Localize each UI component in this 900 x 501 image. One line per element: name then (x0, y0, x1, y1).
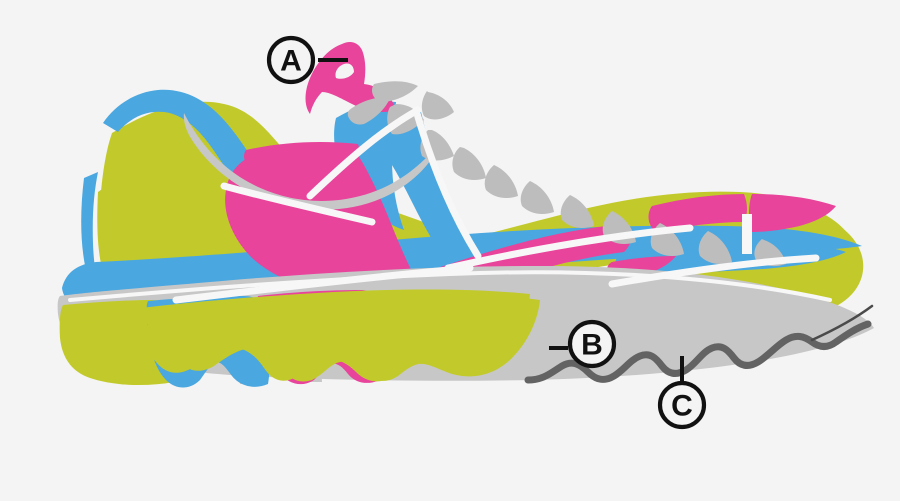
sep-line-1 (220, 182, 376, 226)
sep-line-3 (412, 106, 482, 260)
eyelet-heel-1 (372, 81, 418, 102)
callout-b-circle[interactable] (567, 319, 617, 369)
sep-line-4 (172, 264, 474, 304)
outsole-tread-group (524, 304, 874, 384)
eyelet-6 (520, 181, 554, 214)
callout-a-circle[interactable] (266, 35, 316, 85)
outsole-pod-center (124, 295, 540, 382)
sep-line-5 (444, 224, 694, 272)
eyelet-1 (347, 97, 390, 125)
callout-a[interactable]: A (266, 35, 348, 85)
heel-pink-strip (244, 142, 360, 168)
callout-b-label: B (581, 329, 603, 362)
toe-cap-stripe (648, 194, 747, 232)
eyelet-5 (484, 165, 518, 198)
quarter-panel (225, 150, 428, 301)
sep-line-2 (306, 106, 422, 200)
panel-separation-lines (172, 106, 820, 304)
callout-b[interactable]: B (549, 319, 617, 369)
eyelet-heel-2 (421, 91, 454, 120)
callout-c[interactable]: C (657, 356, 707, 430)
toe-cap-stripe-right (749, 194, 836, 232)
outsole-tread (524, 320, 872, 384)
callout-c-label: C (671, 390, 693, 423)
lace-eyelets-group (183, 81, 786, 267)
midsole-bottom-outline (810, 304, 874, 342)
eyelet-4 (452, 147, 486, 180)
toe-lace-notch (742, 214, 752, 254)
collar-opening (183, 113, 441, 210)
callout-a-label: A (280, 45, 302, 78)
midsole-highlight (68, 270, 832, 302)
eyelet-7 (560, 195, 594, 228)
eyelet-10 (698, 231, 732, 264)
sep-line-6 (608, 254, 820, 288)
outsole-pods-group (59, 289, 540, 388)
callout-c-circle[interactable] (657, 380, 707, 430)
